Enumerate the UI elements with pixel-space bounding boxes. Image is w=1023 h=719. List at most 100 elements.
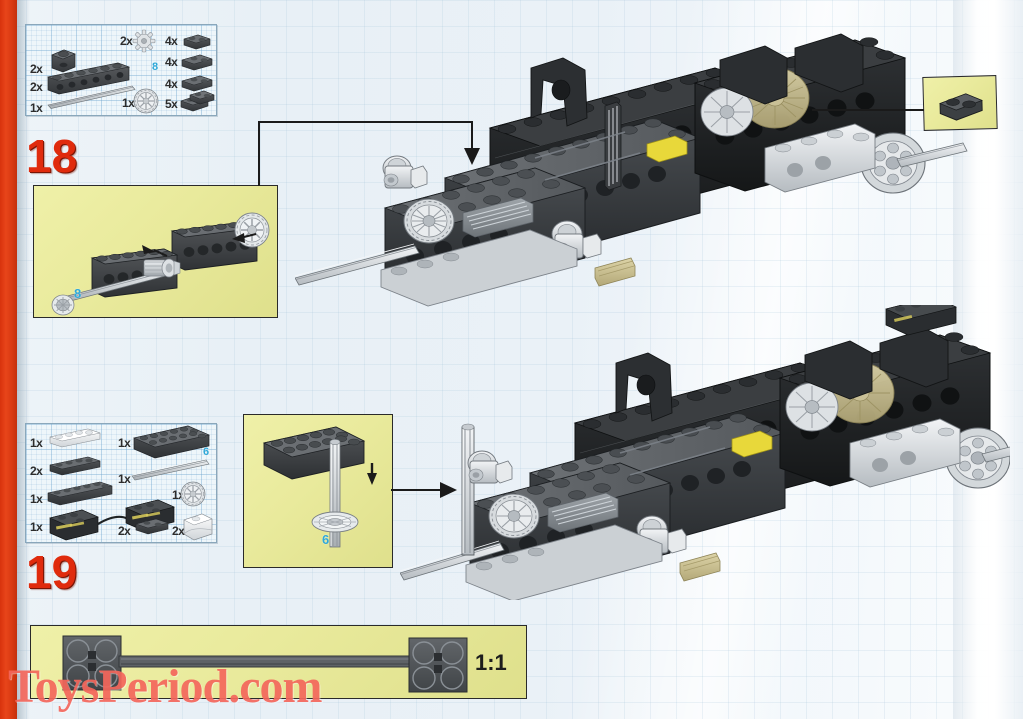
scale-plate-right [408, 637, 468, 693]
part-technic-brick-1x6 [46, 62, 131, 95]
tube-number-callout-18: 8 [74, 286, 82, 301]
page-binding-strip [0, 0, 17, 719]
step-18-parts-inventory: 2x 2x 1x 2x 1x 4x 4x 4x 5x [25, 24, 217, 116]
callout-direction-arrow [367, 463, 377, 485]
part-axle-long-19 [131, 458, 210, 481]
model-wedge-slopes [719, 33, 864, 105]
step-19-callout-artwork [262, 426, 377, 548]
callout-bushing-left [51, 294, 75, 316]
step-18-callout-artwork [51, 212, 270, 316]
part-qty: 2x [30, 62, 43, 76]
part-technic-gear-8-tooth [132, 29, 156, 53]
part-plate-1x4-dark [49, 456, 101, 476]
model19-axle-end-tan [679, 552, 721, 582]
model-pulley-wheel-right [860, 132, 968, 194]
step-19-parts-artwork [47, 425, 213, 541]
step-number-18: 18 [26, 130, 78, 182]
callout-assembly-arrow-1 [142, 245, 168, 257]
model-connector-rods [534, 131, 641, 181]
step-18-parts-artwork [46, 29, 215, 114]
callout-plate-2x6 [262, 426, 366, 480]
part-qty: 2x [172, 524, 185, 538]
part-qty: 1x [118, 436, 131, 450]
step-19-parts-inventory: 1x 2x 1x 1x 1x 1x 2x 1x 2x [25, 423, 217, 543]
step-18-plate-inset-callout [922, 75, 998, 131]
part-wire [97, 515, 131, 525]
step-18-inset-leader [812, 109, 924, 111]
part-qty: 4x [165, 34, 178, 48]
model19-gear-cluster-light [785, 382, 839, 432]
model19-top-plate-new [885, 305, 957, 336]
part-qty: 1x [30, 436, 43, 450]
part-technic-wheel-hub [133, 88, 159, 114]
part-qty: 4x [165, 77, 178, 91]
part-qty: 5x [165, 97, 178, 111]
step-19-callout-arrow [440, 482, 457, 498]
part-plate-1x2-c [181, 75, 213, 92]
part-qty: 1x [30, 101, 43, 115]
publisher-watermark: ToysPeriod.com [8, 660, 323, 713]
part-wheel-hub-19 [180, 481, 206, 507]
step-number-19: 19 [26, 546, 78, 598]
part-qty: 2x [120, 34, 133, 48]
step-18-model-illustration [295, 8, 995, 313]
model-arch-rear [530, 57, 588, 127]
part-technic-plate-1x6 [47, 481, 113, 506]
model-gear-cluster-light [700, 87, 754, 137]
part-light-brick-2x2 [125, 499, 175, 531]
model19-arch-rear [615, 352, 673, 422]
scale-plate-left [62, 635, 122, 691]
part-light-brick-with-wire [49, 509, 99, 541]
model19-wedge-slopes [804, 328, 949, 400]
part-qty: 1x [118, 472, 131, 486]
model19-bottom-plate [465, 524, 663, 600]
step-18-subassembly-callout: 8 [33, 185, 278, 318]
step-18-leader-vertical-left [258, 122, 260, 186]
part-plate-1x2-pair [180, 90, 215, 112]
model19-connector-rods [619, 426, 726, 476]
callout-bushing [311, 511, 359, 533]
model-axle-end-tan [594, 257, 636, 287]
part-technic-axle-long [47, 84, 136, 109]
step-18-leader-horizontal [258, 121, 473, 123]
part-qty: 2x [118, 524, 131, 538]
model-differential-front [403, 198, 455, 244]
part-slope-curved-white [183, 513, 213, 541]
model-cylinder-upper-left [382, 155, 428, 189]
part-qty: 1x [30, 492, 43, 506]
step-18-callout-arrow [464, 148, 480, 165]
model-yellow-accent [646, 135, 688, 163]
model19-yellow-accent [731, 430, 773, 458]
callout-assembly-arrow-2 [232, 233, 257, 243]
model-light-panels-rear [764, 123, 876, 193]
scale-reference-box: 1:1 [30, 625, 527, 699]
model19-new-vertical-axle [461, 423, 475, 556]
model-vertical-support [604, 101, 622, 191]
part-qty: 4x [165, 55, 178, 69]
part-plate-1x4-white [49, 428, 101, 448]
model19-light-panels [849, 418, 961, 488]
part-qty: 1x [30, 520, 43, 534]
model19-rack [547, 492, 619, 533]
model19-pulley-wheel-right [945, 427, 1010, 489]
step-19-model-illustration [400, 305, 1010, 600]
tube-number-step18: 8 [152, 61, 159, 73]
tube-number-callout-19: 6 [322, 532, 330, 547]
model19-cylinder-upper-left [467, 450, 513, 484]
scale-label: 1:1 [475, 650, 507, 675]
model19-differential [488, 493, 540, 539]
callout-gear-middle [143, 258, 181, 278]
step-19-subassembly-callout: 6 [243, 414, 393, 568]
part-plate-1x2-a [183, 34, 211, 50]
part-qty: 2x [30, 464, 43, 478]
model-bottom-plate [380, 229, 578, 307]
part-qty: 1x [122, 96, 135, 110]
part-plate-1x2-19 [135, 518, 169, 535]
scale-reference-artwork [62, 635, 468, 693]
model-rack-element [462, 197, 534, 238]
tube-number-step19: 6 [203, 446, 210, 458]
inset-plate-artwork [939, 93, 983, 121]
callout-wheel-hub [234, 212, 270, 248]
model-front-axle [295, 243, 420, 286]
